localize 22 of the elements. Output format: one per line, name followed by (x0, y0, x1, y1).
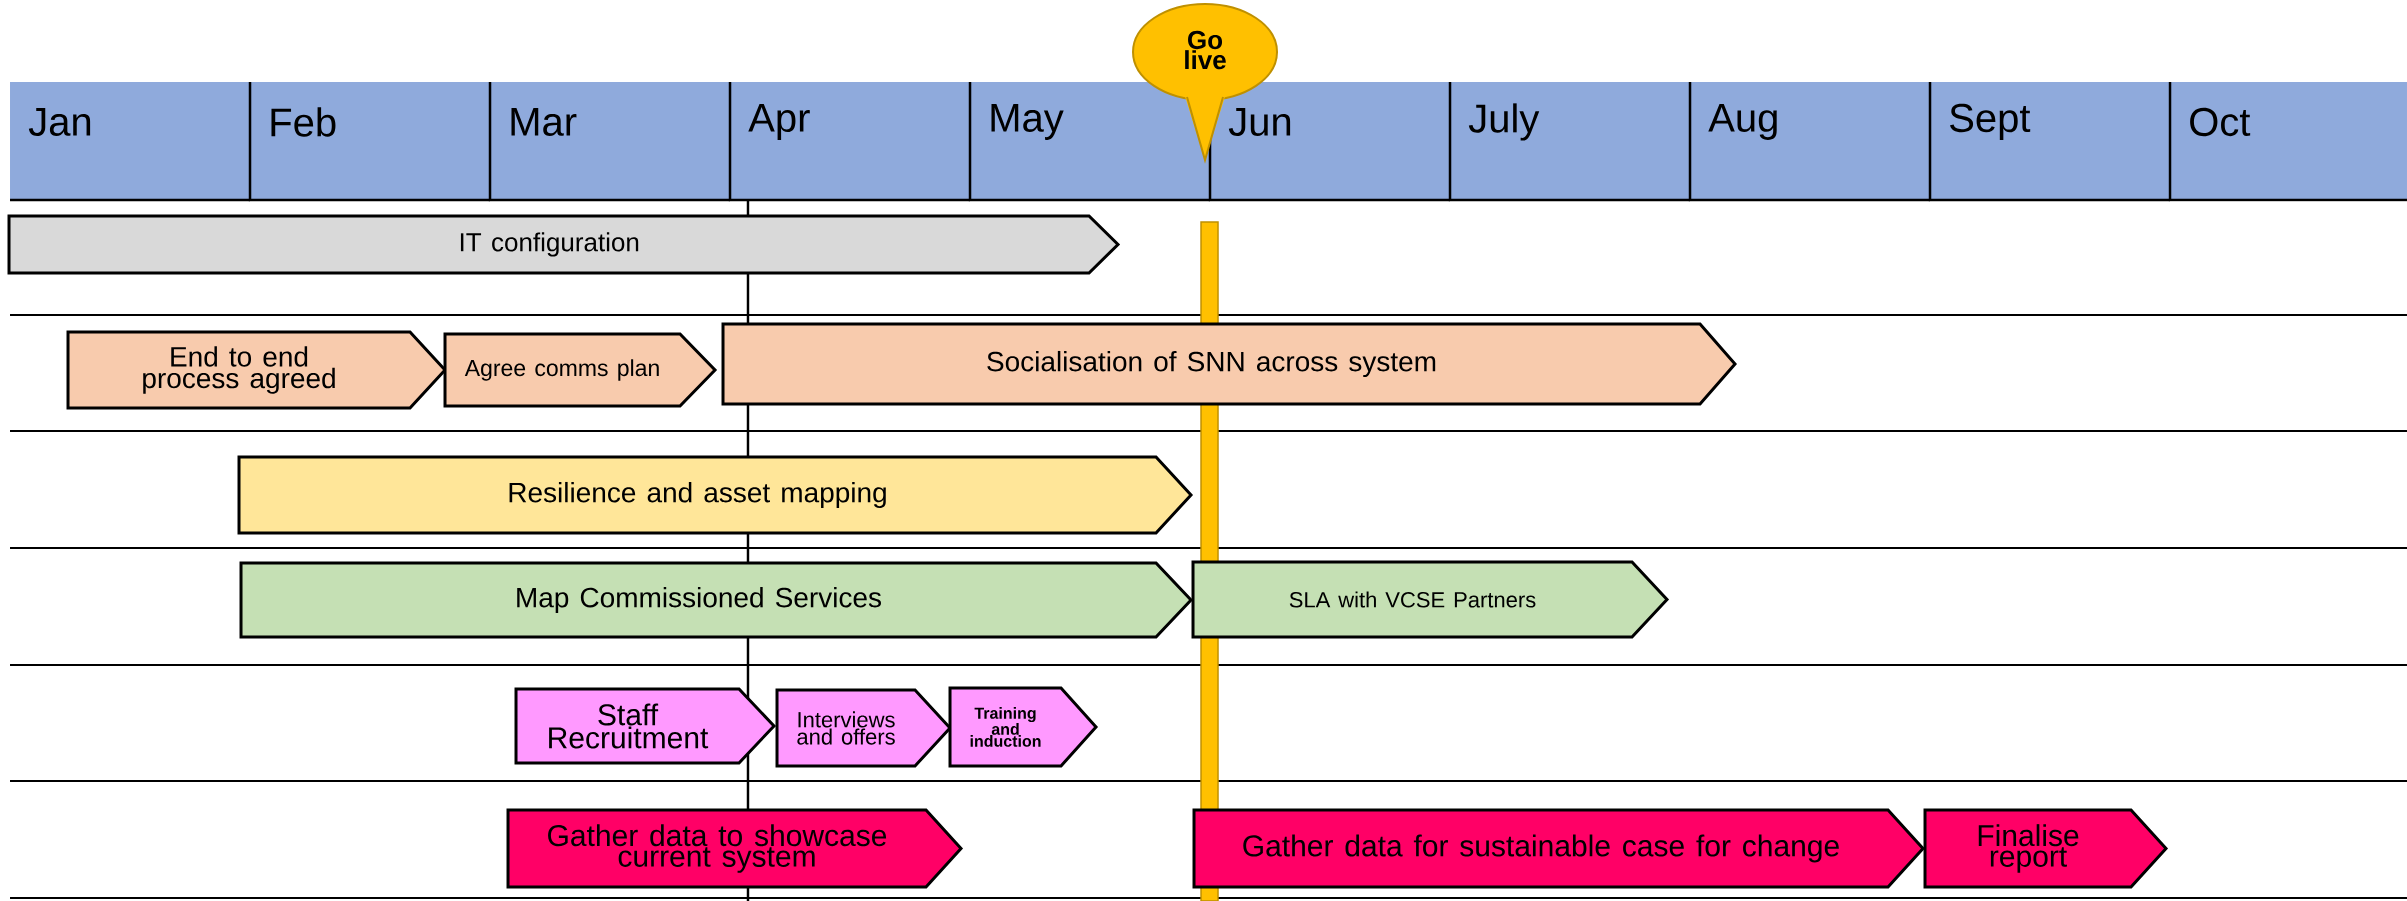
month-cell: Aug (1688, 82, 1930, 202)
task-bar: Map Commissioned Services (239, 561, 1194, 639)
month-cell: Sept (1928, 82, 2170, 202)
task-bar: Interviews and offers (775, 688, 953, 768)
task-bar: Agree comms plan (443, 332, 718, 408)
month-cell: Oct (2168, 82, 2407, 202)
month-cell: Mar (488, 82, 730, 202)
month-cell: May (968, 82, 1210, 202)
task-bar: End to end process agreed (66, 330, 448, 410)
task-bar: SLA with VCSE Partners (1191, 560, 1670, 639)
task-bar: IT configuration (7, 214, 1121, 275)
task-bar: Socialisation of SNN across system (721, 322, 1737, 406)
task-bar: Resilience and asset mapping (237, 455, 1194, 535)
task-bar: Staff Recruitment (514, 687, 777, 765)
task-bar: Training and induction (948, 686, 1099, 768)
task-bar: Gather data to showcase current system (506, 808, 964, 889)
month-cell: July (1448, 82, 1690, 202)
month-cell: Apr (728, 82, 970, 202)
month-cell: Jun (1208, 82, 1450, 202)
task-bar: Finalise report (1923, 808, 2169, 889)
month-cell: Jan (10, 82, 250, 202)
month-cell: Feb (248, 82, 490, 202)
